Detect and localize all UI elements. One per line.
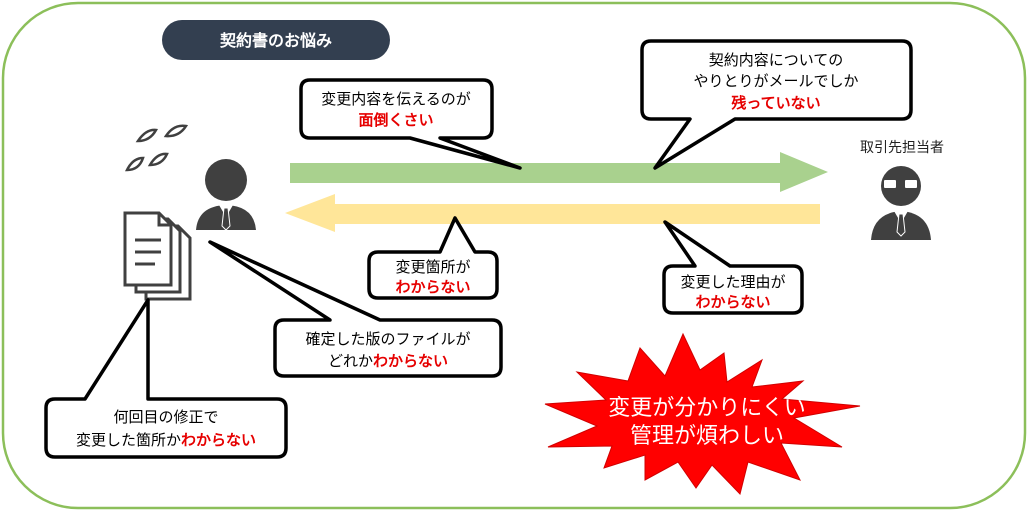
bubble-final-line2: どれかわからない xyxy=(328,352,448,370)
bubble-change-reason: 変更した理由が わからない xyxy=(662,220,804,315)
document-stack-icon xyxy=(123,211,192,301)
burst-line1: 変更が分かりにくい xyxy=(608,396,806,421)
red-burst: 変更が分かりにくい 管理が煩わしい xyxy=(544,332,861,495)
bubble-revision-line2a: 変更した箇所か xyxy=(76,431,181,449)
bubble-revision-count: 何回目の修正で 変更した箇所かわからない xyxy=(44,298,288,459)
bubble-final-line1: 確定した版のファイルが xyxy=(305,330,470,348)
sweat-drops-icon xyxy=(124,124,189,172)
person-icon xyxy=(196,159,256,231)
arrow-left-yellow xyxy=(285,194,820,232)
bubble-revision-line2b: わからない xyxy=(181,431,256,449)
bubble-revision-line1: 何回目の修正で xyxy=(113,408,218,426)
bubble-spot-line2: わからない xyxy=(395,278,470,296)
bubble-reason-line2: わからない xyxy=(695,293,770,311)
bubble-final-version: 確定した版のファイルが どれかわからない xyxy=(208,240,503,378)
bubble-changed-spot: 変更箇所が わからない xyxy=(367,216,499,300)
bubble-record-line3: 残っていない xyxy=(731,94,820,112)
bubble-spot-line1: 変更箇所が xyxy=(395,258,470,276)
bubble-revision-line2: 変更した箇所かわからない xyxy=(76,431,256,449)
header-badge: 契約書のお悩み xyxy=(162,20,390,60)
bubble-final-line2a: どれか xyxy=(328,352,373,370)
bubble-reason-line1: 変更した理由が xyxy=(680,273,785,291)
bubble-final-line2b: わからない xyxy=(373,352,448,370)
burst-line2: 管理が煩わしい xyxy=(630,424,784,449)
bubble-tell-line2: 面倒くさい xyxy=(358,111,433,129)
bubble-tell-tedious: 変更内容を伝えるのが 面倒くさい xyxy=(299,78,522,170)
bubble-email-record: 契約内容についての やりとりがメールでしか 残っていない xyxy=(640,39,913,170)
arrow-right-green xyxy=(290,152,828,192)
person-with-glasses-icon xyxy=(871,166,931,240)
bubble-record-line1: 契約内容についての xyxy=(709,51,844,69)
counterparty-label: 取引先担当者 xyxy=(860,140,944,156)
bubble-record-line2: やりとりがメールでしか xyxy=(693,72,858,90)
bubble-tell-line1: 変更内容を伝えるのが xyxy=(321,90,471,108)
header-label: 契約書のお悩み xyxy=(219,31,332,50)
